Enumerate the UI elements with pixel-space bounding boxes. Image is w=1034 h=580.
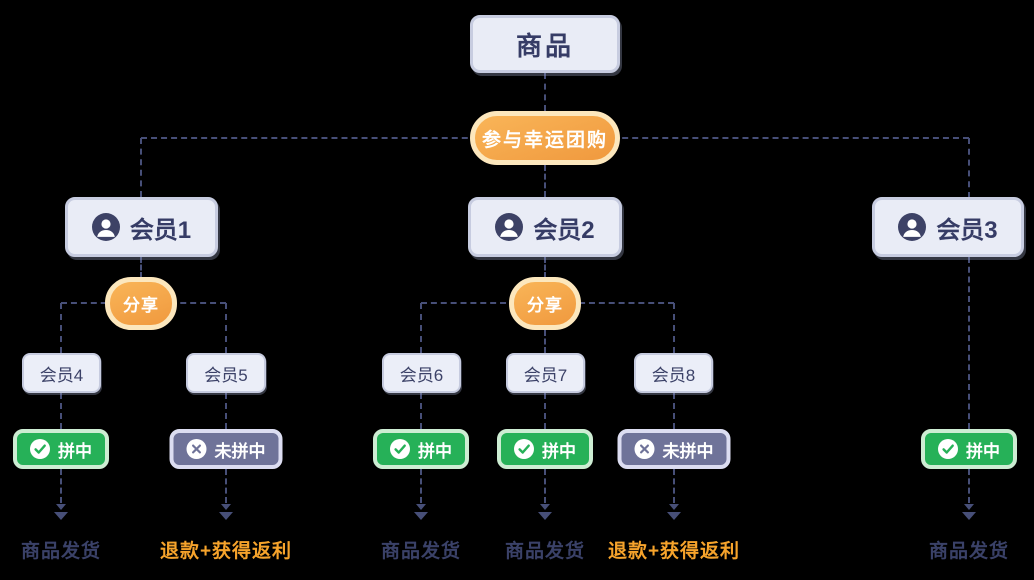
outcome-label-refund: 退款+获得返利	[607, 541, 741, 562]
arrow-down-icon	[964, 504, 974, 510]
arrow-down-icon	[667, 512, 681, 520]
connector	[140, 257, 142, 278]
connector	[420, 469, 422, 503]
connector	[544, 393, 546, 429]
connector	[968, 469, 970, 503]
status-badge-win: 拼中	[921, 429, 1017, 469]
outcome-label-ship: 商品发货	[380, 541, 462, 562]
arrow-down-icon	[219, 512, 233, 520]
connector	[60, 469, 62, 503]
user-icon	[898, 213, 927, 241]
status-label: 未拼中	[214, 441, 266, 461]
status-badge-win: 拼中	[373, 429, 469, 469]
leaf-label: 会员4	[39, 365, 84, 385]
arrow-down-icon	[540, 504, 550, 510]
cross-circle-icon	[186, 439, 207, 459]
arrow-down-icon	[416, 504, 426, 510]
arrow-down-icon	[221, 504, 231, 510]
check-circle-icon	[30, 439, 50, 459]
connector	[420, 393, 422, 429]
check-circle-icon	[514, 439, 534, 459]
share-pill-1: 分享	[105, 277, 177, 330]
leaf-label: 会员7	[523, 365, 568, 385]
leaf-label: 会员5	[204, 365, 248, 385]
leaf-node-5: 会员5	[186, 353, 266, 393]
connector	[60, 393, 62, 429]
connector	[60, 303, 62, 353]
connector	[140, 138, 142, 197]
status-badge-win: 拼中	[13, 429, 109, 469]
outcome-label-refund: 退款+获得返利	[159, 541, 293, 562]
leaf-node-6: 会员6	[382, 353, 461, 393]
connector	[673, 393, 675, 429]
arrow-down-icon	[56, 504, 66, 510]
member-node-1: 会员1	[65, 197, 218, 257]
connector	[673, 303, 675, 353]
member-node-3: 会员3	[872, 197, 1024, 257]
user-icon	[495, 213, 524, 241]
connector	[544, 257, 546, 278]
connector	[225, 393, 227, 429]
check-circle-icon	[938, 439, 958, 459]
arrow-down-icon	[54, 512, 68, 520]
connector	[544, 73, 546, 111]
member-label: 会员3	[936, 216, 998, 244]
arrow-down-icon	[962, 512, 976, 520]
status-label: 拼中	[418, 441, 452, 461]
outcome-label-ship: 商品发货	[504, 541, 586, 562]
join-groupbuy-label: 参与幸运团购	[481, 129, 608, 151]
member-node-2: 会员2	[468, 197, 622, 257]
connector	[673, 469, 675, 503]
member-label: 会员1	[129, 216, 192, 244]
arrow-down-icon	[538, 512, 552, 520]
status-badge-lose: 未拼中	[169, 429, 283, 469]
status-badge-win: 拼中	[497, 429, 593, 469]
arrow-down-icon	[414, 512, 428, 520]
leaf-node-8: 会员8	[634, 353, 713, 393]
arrow-down-icon	[669, 504, 679, 510]
outcome-label-ship: 商品发货	[928, 541, 1010, 562]
connector	[968, 138, 970, 198]
connector	[544, 469, 546, 503]
share-pill-2: 分享	[509, 277, 581, 330]
leaf-label: 会员6	[399, 365, 444, 385]
connector	[225, 469, 227, 503]
share-label: 分享	[527, 296, 563, 315]
connector	[968, 257, 970, 429]
join-groupbuy-pill: 参与幸运团购	[470, 111, 620, 165]
connector	[544, 330, 546, 353]
check-circle-icon	[390, 439, 410, 459]
connector	[420, 303, 422, 353]
product-label: 商品	[515, 30, 574, 61]
leaf-node-4: 会员4	[22, 353, 101, 393]
cross-circle-icon	[634, 439, 655, 459]
leaf-node-7: 会员7	[506, 353, 585, 393]
status-label: 拼中	[966, 441, 1000, 461]
status-label: 未拼中	[662, 441, 714, 461]
connector	[544, 165, 546, 197]
member-label: 会员2	[533, 216, 595, 244]
status-badge-lose: 未拼中	[617, 429, 731, 469]
status-label: 拼中	[58, 441, 92, 461]
connector	[225, 303, 227, 353]
status-label: 拼中	[542, 441, 576, 461]
outcome-label-ship: 商品发货	[20, 541, 102, 562]
leaf-label: 会员8	[651, 365, 696, 385]
user-icon	[91, 213, 120, 241]
product-node: 商品	[470, 15, 620, 73]
share-label: 分享	[123, 296, 159, 315]
